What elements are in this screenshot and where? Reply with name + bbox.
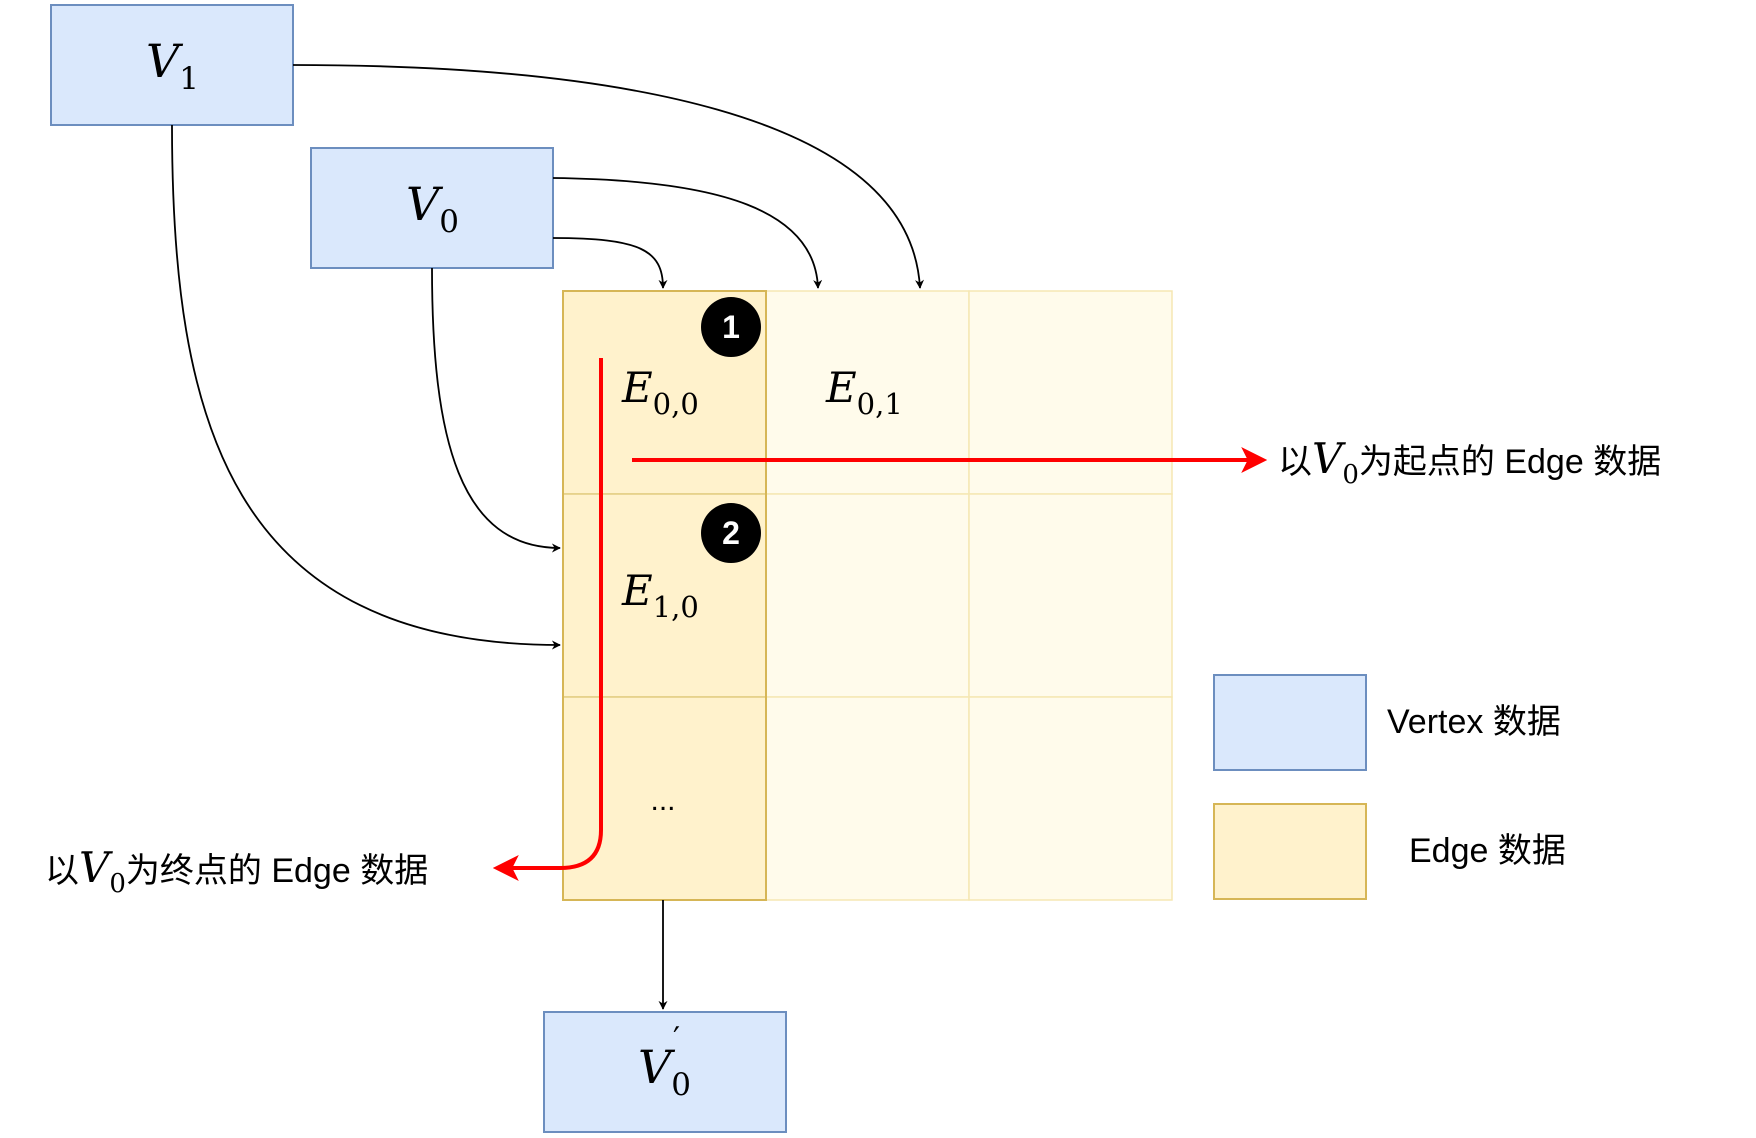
legend-vertex-swatch xyxy=(1213,674,1367,771)
legend-vertex-label: Vertex 数据 xyxy=(1387,703,1561,741)
legend-edge-label: Edge 数据 xyxy=(1409,832,1566,870)
arrow-v0-to-e10 xyxy=(431,267,561,553)
badge-2: 2 xyxy=(701,503,761,563)
arrow-v1-to-e10 xyxy=(171,124,561,650)
badge-1: 1 xyxy=(701,297,761,357)
grid-cell-0-2 xyxy=(968,290,1173,495)
svg-text:2: 2 xyxy=(722,515,740,551)
label-out-edges: 以V0为起点的 Edge 数据 xyxy=(1278,434,1661,490)
svg-text:1: 1 xyxy=(722,309,740,345)
svg-text:V0′: V0′ xyxy=(638,1021,691,1103)
arrow-v0-to-e00 xyxy=(552,237,668,289)
cell-label-e10: E1,0 xyxy=(621,566,699,624)
legend: Vertex 数据 Edge 数据 xyxy=(1213,674,1566,900)
vertex-v1: V1 xyxy=(50,4,294,126)
arrow-v0-to-e00-col xyxy=(552,177,823,289)
grid-cell-2-1 xyxy=(765,696,970,901)
vertex-v0: V0 xyxy=(310,147,554,269)
svg-text:V1: V1 xyxy=(146,34,199,97)
vertex-v0-prime: V0′ xyxy=(543,1011,787,1133)
highlight-arrows xyxy=(492,358,1268,881)
first-column-outline xyxy=(562,290,767,901)
svg-text:V0: V0 xyxy=(406,177,459,240)
grid-cell-2-2 xyxy=(968,696,1173,901)
red-arrow-in-edges xyxy=(492,358,603,881)
grid-cell-1-2 xyxy=(968,493,1173,698)
label-in-edges: 以V0为终点的 Edge 数据 xyxy=(45,843,428,899)
arrow-v1-to-e01 xyxy=(292,64,925,289)
legend-edge-swatch xyxy=(1213,803,1367,900)
cell-label-e00: E0,0 xyxy=(621,363,699,421)
vertex-edge-connectors xyxy=(171,64,925,1010)
cell-label-e01: E0,1 xyxy=(825,363,903,421)
grid-cell-1-1 xyxy=(765,493,970,698)
cell-ellipsis: ... xyxy=(650,784,675,817)
